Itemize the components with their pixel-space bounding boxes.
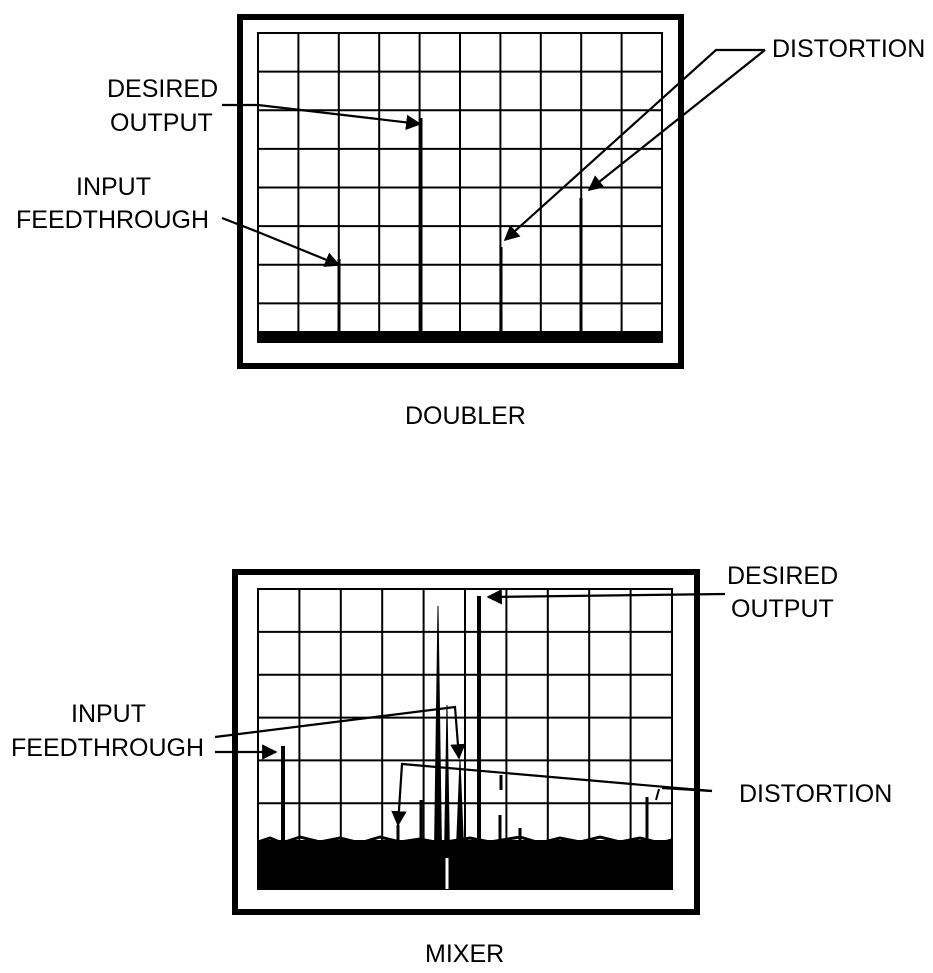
mixer-spectral-lines — [281, 596, 660, 889]
mixer-central-peak-3 — [454, 759, 466, 886]
mixer-desired-output-label-line1: DESIRED — [727, 562, 838, 590]
mixer-noise-floor-edge — [257, 835, 673, 845]
mixer-central-peak-1 — [433, 605, 443, 886]
mixer-input-feedthrough-arrow-1 — [214, 705, 466, 760]
doubler-distortion-label: DISTORTION — [772, 35, 925, 63]
doubler-panel: DESIRED OUTPUT INPUT FEEDTHROUGH DISTORT… — [16, 14, 925, 430]
mixer-distortion-line-7 — [655, 788, 660, 801]
mixer-desired-output-label-line2: OUTPUT — [731, 595, 834, 623]
doubler-distortion-arrow-1 — [503, 48, 765, 242]
mixer-desired-output-arrow — [486, 589, 726, 605]
doubler-caption: DOUBLER — [405, 402, 526, 430]
mixer-input-feedthrough-label-line1: INPUT — [71, 700, 146, 728]
doubler-desired-output-arrow — [222, 103, 422, 131]
doubler-distortion-arrow-2 — [587, 49, 766, 191]
doubler-input-feedthrough-label-line2: FEEDTHROUGH — [16, 206, 209, 234]
doubler-desired-output-label-line1: DESIRED — [107, 75, 218, 103]
doubler-pointers — [221, 48, 766, 267]
doubler-grid — [257, 32, 663, 343]
doubler-input-feedthrough-label-line1: INPUT — [76, 173, 151, 201]
doubler-screen-frame — [237, 14, 684, 369]
mixer-input-feedthrough-label-line2: FEEDTHROUGH — [11, 734, 204, 762]
doubler-input-feedthrough-arrow — [221, 216, 341, 267]
mixer-screen-frame — [232, 569, 700, 915]
mixer-grid — [257, 588, 673, 890]
mixer-distortion-arrow-right — [661, 786, 713, 793]
doubler-desired-output-label-line2: OUTPUT — [110, 109, 213, 137]
mixer-panel: DESIRED OUTPUT INPUT FEEDTHROUGH DISTORT… — [11, 562, 892, 968]
mixer-distortion-arrow — [391, 762, 713, 827]
mixer-caption: MIXER — [425, 940, 504, 968]
doubler-baseline — [258, 331, 662, 342]
doubler-spectral-lines — [337, 118, 583, 331]
mixer-pointers — [214, 589, 726, 827]
mixer-distortion-label: DISTORTION — [739, 780, 892, 808]
